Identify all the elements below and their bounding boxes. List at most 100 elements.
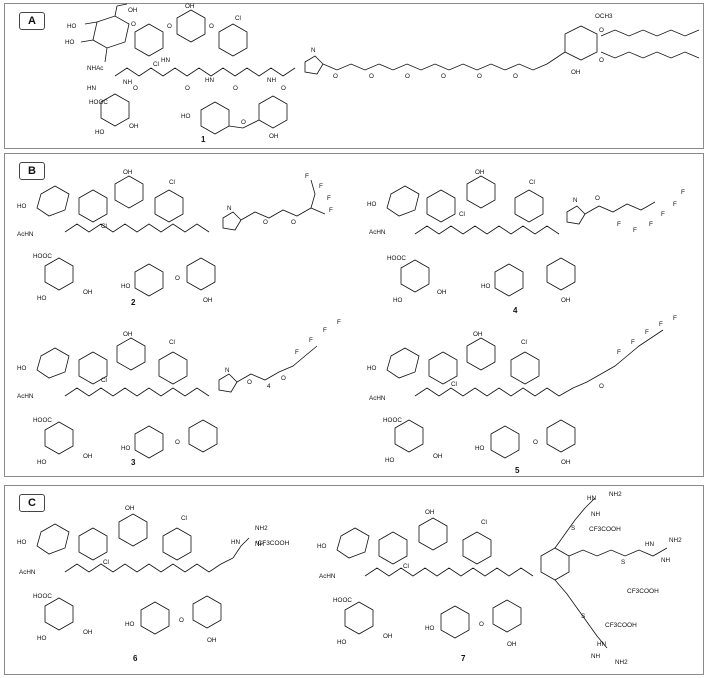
label-oh: OH bbox=[571, 69, 581, 76]
label-s: S bbox=[571, 525, 575, 532]
label-cl: Cl bbox=[529, 179, 535, 186]
label-nh: NH bbox=[267, 77, 277, 84]
label-o: O bbox=[247, 379, 252, 386]
label-ho: HO bbox=[475, 445, 485, 452]
label-o: O bbox=[179, 617, 184, 624]
label-ho: HO bbox=[37, 295, 47, 302]
label-o: O bbox=[405, 73, 410, 80]
label-hn: HN bbox=[161, 57, 171, 64]
label-o: O bbox=[209, 23, 214, 30]
label-o: O bbox=[599, 57, 604, 64]
label-cl: Cl bbox=[521, 339, 527, 346]
label-oh: OH bbox=[83, 289, 93, 296]
label-oh: OH bbox=[123, 169, 133, 176]
label-o: O bbox=[479, 621, 484, 628]
label-f: F bbox=[661, 211, 665, 218]
label-f: F bbox=[681, 189, 685, 196]
label-oh: OH bbox=[383, 633, 393, 640]
label-hn: HN bbox=[645, 541, 655, 548]
label-oh: OH bbox=[269, 133, 279, 140]
label-f: F bbox=[319, 183, 323, 190]
label-oh: OH bbox=[507, 641, 517, 648]
structure-compound-7: HO AcHN Cl Cl OH HOOC HO OH HO OH O S HN… bbox=[317, 491, 682, 666]
label-cl: Cl bbox=[181, 515, 187, 522]
label-o: O bbox=[281, 375, 286, 382]
label-s: S bbox=[621, 559, 625, 566]
label-o: O bbox=[175, 439, 180, 446]
label-f: F bbox=[631, 339, 635, 346]
label-cl: Cl bbox=[169, 179, 175, 186]
label-oh: OH bbox=[128, 7, 138, 14]
label-oh: OH bbox=[433, 453, 443, 460]
label-hn: HN bbox=[87, 85, 97, 92]
label-f: F bbox=[295, 349, 299, 356]
label-o: O bbox=[185, 85, 190, 92]
label-oh: OH bbox=[125, 505, 135, 512]
label-o: O bbox=[241, 119, 246, 126]
label-cl: Cl bbox=[481, 519, 487, 526]
label-cooh: HOOC bbox=[383, 417, 402, 424]
label-ho: HO bbox=[37, 459, 47, 466]
label-o: O bbox=[595, 195, 600, 202]
label-o: O bbox=[441, 73, 446, 80]
label-o: O bbox=[477, 73, 482, 80]
label-acnh: AcHN bbox=[319, 573, 336, 580]
label-ho: HO bbox=[17, 365, 27, 372]
label-ho: HO bbox=[393, 297, 403, 304]
label-cl: Cl bbox=[235, 15, 241, 22]
label-nh: NH bbox=[591, 511, 601, 518]
compound-number-1: 1 bbox=[201, 135, 206, 144]
label-o: O bbox=[333, 73, 338, 80]
label-f: F bbox=[617, 349, 621, 356]
label-oh: OH bbox=[473, 331, 483, 338]
label-cooh: HOOC bbox=[33, 593, 52, 600]
label-nh2: NH2 bbox=[609, 491, 622, 498]
panel-c: C HO AcHN Cl Cl OH HOOC HO OH HO OH O HN… bbox=[4, 485, 704, 675]
label-cl: Cl bbox=[459, 211, 465, 218]
panel-a: A OH HO HO NHAc O O O OH Cl Cl NH HN HN … bbox=[4, 3, 704, 149]
label-acnh: AcHN bbox=[369, 395, 386, 402]
label-cl: Cl bbox=[403, 563, 409, 570]
label-subscript-4: 4 bbox=[267, 383, 271, 390]
label-oh: OH bbox=[425, 509, 435, 516]
label-ho: HO bbox=[17, 203, 27, 210]
label-oh: OH bbox=[561, 459, 571, 466]
label-o: O bbox=[281, 85, 286, 92]
label-ho: HO bbox=[385, 457, 395, 464]
label-ho: HO bbox=[481, 283, 491, 290]
compound-number-5: 5 bbox=[515, 466, 520, 475]
salt-label-compound-7-middle: CF3COOH bbox=[627, 588, 659, 595]
label-f: F bbox=[329, 207, 333, 214]
panel-b: B HO AcHN Cl Cl OH HOOC HO OH HO OH O N … bbox=[4, 153, 704, 477]
compound-number-3: 3 bbox=[131, 458, 136, 467]
panel-a-tag: A bbox=[19, 12, 45, 30]
label-oh: OH bbox=[83, 629, 93, 636]
label-hn: HN bbox=[231, 539, 241, 546]
label-ho: HO bbox=[17, 539, 27, 546]
label-n: N bbox=[573, 197, 578, 204]
label-f: F bbox=[659, 321, 663, 328]
label-oh: OH bbox=[475, 169, 485, 176]
label-oh: OH bbox=[83, 453, 93, 460]
label-nh2: NH2 bbox=[255, 525, 268, 532]
label-ho: HO bbox=[37, 635, 47, 642]
salt-label-compound-7-top: CF3COOH bbox=[589, 526, 621, 533]
label-acnh: AcHN bbox=[17, 393, 34, 400]
label-o: O bbox=[131, 21, 136, 28]
label-oh: OH bbox=[207, 637, 217, 644]
label-f: F bbox=[309, 337, 313, 344]
label-n: N bbox=[225, 367, 230, 374]
structure-compound-1: OH HO HO NHAc O O O OH Cl Cl NH HN HN NH… bbox=[65, 3, 700, 140]
label-o: O bbox=[599, 383, 604, 390]
label-cl: Cl bbox=[451, 381, 457, 388]
label-ho: HO bbox=[65, 39, 75, 46]
label-oh: OH bbox=[123, 331, 133, 338]
label-n: N bbox=[227, 205, 232, 212]
label-cl: Cl bbox=[103, 559, 109, 566]
label-och3: OCH3 bbox=[595, 13, 613, 20]
panel-b-tag: B bbox=[19, 162, 45, 180]
label-oh: OH bbox=[561, 297, 571, 304]
label-ho: HO bbox=[95, 129, 105, 136]
label-nh2: NH2 bbox=[615, 659, 628, 666]
label-hn: HN bbox=[205, 77, 215, 84]
